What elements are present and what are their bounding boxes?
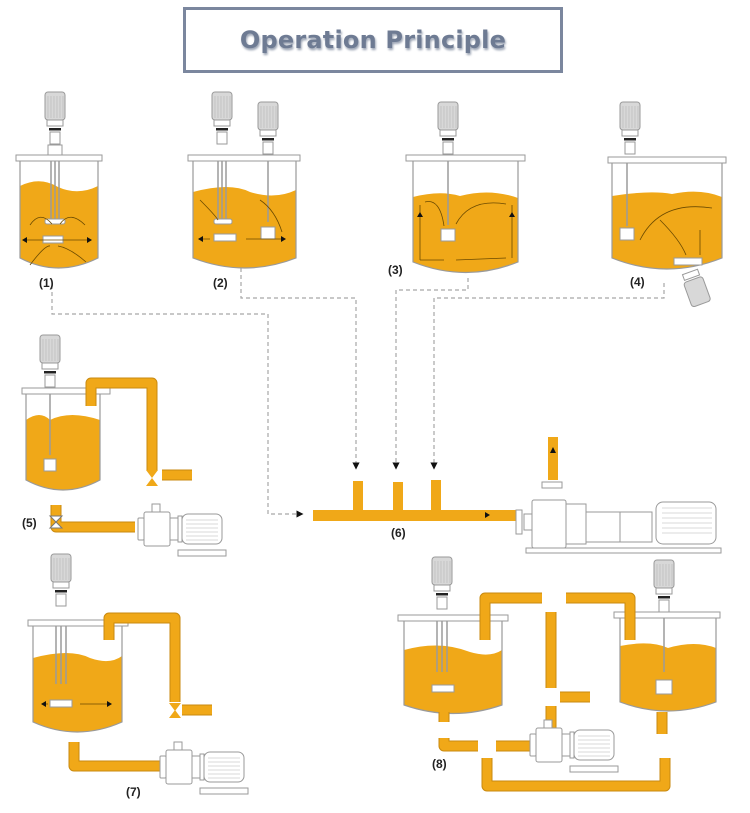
figure-1-label: (1) bbox=[39, 276, 54, 290]
dashed-connectors bbox=[51, 268, 665, 518]
page-title: Operation Principle bbox=[239, 26, 507, 54]
figure-5-system bbox=[21, 334, 227, 557]
figure-3-tank bbox=[405, 101, 526, 274]
figure-3-label: (3) bbox=[388, 263, 403, 277]
figure-1-tank bbox=[15, 91, 103, 269]
figure-6-label: (6) bbox=[391, 526, 406, 540]
figure-8-system bbox=[397, 556, 721, 792]
figure-4-tank bbox=[607, 101, 727, 308]
figure-5-label: (5) bbox=[22, 516, 37, 530]
figure-7-label: (7) bbox=[126, 785, 141, 799]
figure-7-system bbox=[27, 553, 249, 795]
figure-2-label: (2) bbox=[213, 276, 228, 290]
figure-6-manifold bbox=[313, 437, 722, 554]
figure-4-label: (4) bbox=[630, 275, 645, 289]
title-box: Operation Principle bbox=[183, 7, 563, 73]
figure-2-tank bbox=[187, 91, 301, 269]
figure-8-label: (8) bbox=[432, 757, 447, 771]
